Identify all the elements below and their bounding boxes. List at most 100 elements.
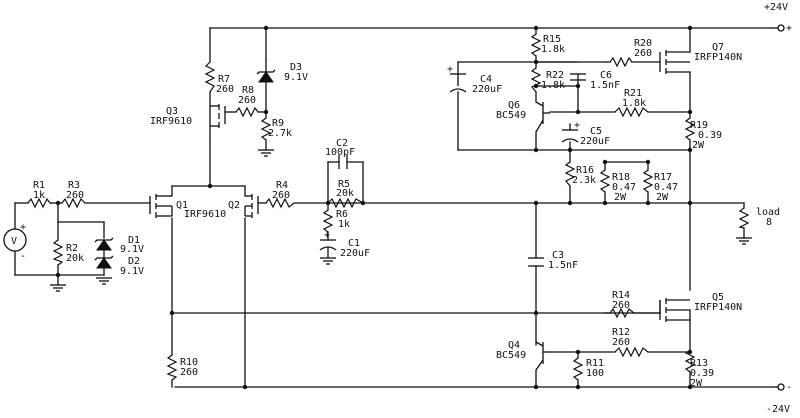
component-labels: R1 1k R3 260 R2 20k D1 9.1V D2 9.1V Q1 I… <box>33 2 792 415</box>
label-r10-value: 260 <box>180 367 198 378</box>
label-q7-value: IRFP140N <box>694 52 742 63</box>
ground-icon <box>96 277 112 285</box>
junction-dots <box>55 25 693 390</box>
label-r21-name: R21 <box>624 88 642 99</box>
mosfet-q7 <box>659 50 690 74</box>
label-r17-power: 2W <box>656 192 669 203</box>
resistor-load <box>738 207 750 229</box>
label-q2-name: Q2 <box>228 200 240 211</box>
label-r10-name: R10 <box>180 357 198 368</box>
label-q4-name: Q4 <box>508 340 520 351</box>
label-q4-value: BC549 <box>496 350 526 361</box>
svg-text:+: + <box>447 64 453 75</box>
resistor-r18 <box>599 169 611 193</box>
mosfet-q5 <box>659 298 690 322</box>
label-c6-value: 1.5nF <box>590 80 620 91</box>
label-d3-name: D3 <box>290 62 302 73</box>
label-minus-rail-terminal: - <box>786 382 792 393</box>
label-r21-value: 1.8k <box>622 98 646 109</box>
label-load-value: 8 <box>766 217 772 228</box>
label-r7-name: R7 <box>218 74 230 85</box>
source-minus-sign: - <box>20 251 26 262</box>
resistor-r10 <box>166 354 178 381</box>
zener-diode-d1 <box>94 237 114 251</box>
label-d1-name: D1 <box>128 235 140 246</box>
ground-icon <box>258 149 274 157</box>
resistor-r21 <box>614 106 649 118</box>
resistor-r6 <box>322 209 334 233</box>
resistor-r2 <box>52 239 64 266</box>
resistor-r12 <box>614 346 649 358</box>
label-c3-value: 1.5nF <box>548 260 578 271</box>
resistor-r5 <box>327 197 364 209</box>
label-r20-name: R20 <box>634 38 652 49</box>
label-q5-value: IRFP140N <box>694 302 742 313</box>
label-q7-name: Q7 <box>712 42 724 53</box>
mosfet-q3 <box>209 104 226 138</box>
label-q1-value: IRF9610 <box>184 209 226 220</box>
resistor-r8 <box>235 106 259 118</box>
label-c4-name: C4 <box>480 74 492 85</box>
diodes <box>94 59 276 276</box>
resistor-r20 <box>609 56 633 68</box>
bjt-q4 <box>535 341 550 371</box>
ground-icon <box>736 237 752 245</box>
label-r18-power: 2W <box>614 192 627 203</box>
label-r6-name: R6 <box>336 209 348 220</box>
label-r12-name: R12 <box>612 327 630 338</box>
label-r20-value: 260 <box>634 48 652 59</box>
label-c6-name: C6 <box>600 70 612 81</box>
label-r4-value: 260 <box>272 190 290 201</box>
label-r13-power: 2W <box>690 378 703 389</box>
resistors <box>27 33 750 381</box>
capacitor-c2 <box>338 155 348 169</box>
label-c3-name: C3 <box>552 250 564 261</box>
label-r18-value: 0.47 <box>612 182 636 193</box>
label-r12-value: 260 <box>612 337 630 348</box>
capacitors: + + + <box>319 64 586 267</box>
label-r8-name: R8 <box>242 85 254 96</box>
label-r2-value: 20k <box>66 253 84 264</box>
label-r18-name: R18 <box>612 172 630 183</box>
ground-icon <box>50 284 66 292</box>
label-q5-name: Q5 <box>712 292 724 303</box>
label-r16-value: 2.3k <box>572 175 596 186</box>
zener-diode-d3 <box>256 59 276 83</box>
rail-terminals <box>777 24 785 391</box>
resistor-r1 <box>27 197 52 209</box>
label-minus-rail: -24V <box>766 404 790 415</box>
svg-text:+: + <box>574 120 580 131</box>
label-d2-value: 9.1V <box>120 266 144 277</box>
capacitor-c6 <box>570 73 586 81</box>
resistor-r9 <box>260 117 272 141</box>
label-r7-value: 260 <box>216 84 234 95</box>
resistor-r11 <box>572 357 584 381</box>
ground-icon <box>320 257 336 265</box>
label-r22-name: R22 <box>546 70 564 81</box>
mosfet-q2 <box>244 194 259 218</box>
label-r1-value: 1k <box>33 190 45 201</box>
label-r15-value: 1.8k <box>541 44 565 55</box>
label-r3-value: 260 <box>66 190 84 201</box>
label-r2-name: R2 <box>66 243 78 254</box>
label-r5-value: 20k <box>336 188 354 199</box>
label-plus-rail-terminal: + <box>786 23 792 34</box>
label-r22-value: 1.8k <box>541 80 565 91</box>
resistor-r19 <box>684 117 696 141</box>
label-d2-name: D2 <box>128 256 140 267</box>
label-r8-value: 260 <box>238 95 256 106</box>
label-r14-name: R14 <box>612 290 630 301</box>
capacitor-c4: + <box>447 64 467 93</box>
resistor-r16 <box>564 161 576 187</box>
label-c2-value: 100pF <box>325 147 355 158</box>
capacitor-c1: + <box>319 230 337 251</box>
label-r13-value: 0.39 <box>690 368 714 379</box>
mosfet-q1 <box>149 194 173 218</box>
resistor-r13 <box>684 349 696 373</box>
voltage-source-label: V <box>11 236 17 247</box>
resistor-r3 <box>61 197 88 209</box>
label-d1-value: 9.1V <box>120 244 144 255</box>
zener-diode-d2 <box>94 255 114 269</box>
label-r5-name: R5 <box>338 179 350 190</box>
